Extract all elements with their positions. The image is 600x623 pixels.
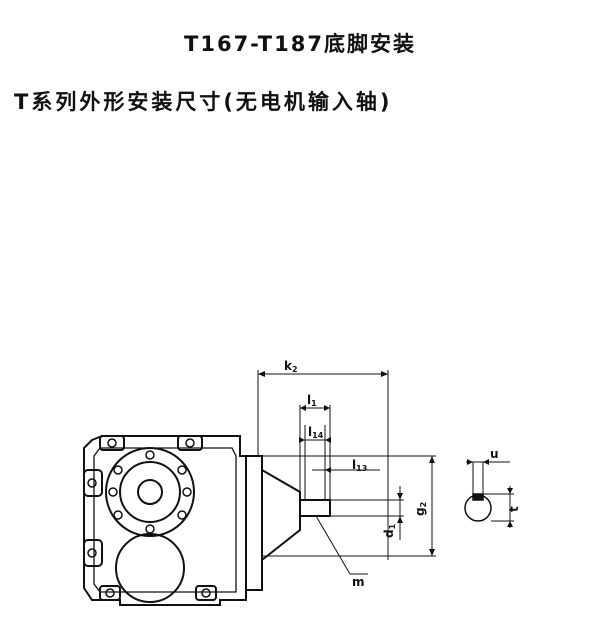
drawing-subtitle: T系列外形安装尺寸(无电机输入轴) <box>14 90 393 114</box>
arrow <box>507 521 513 527</box>
arrow <box>258 371 265 377</box>
arrow <box>483 459 489 465</box>
label-k2: k2 <box>284 359 298 374</box>
label-l13: l13 <box>352 458 367 473</box>
arrow <box>300 405 306 411</box>
input-bell <box>261 469 301 561</box>
mount-hole <box>107 438 117 448</box>
bolt-hole <box>113 465 123 475</box>
bolt-hole <box>177 510 187 520</box>
arrow <box>381 371 388 377</box>
keyway <box>472 493 484 501</box>
housing-inner-outline <box>93 447 237 593</box>
arrow <box>324 405 330 411</box>
label-g2: g2 <box>413 502 428 516</box>
output-hub <box>119 461 181 523</box>
mount-hole <box>87 548 97 558</box>
input-shaft <box>299 499 331 517</box>
arrow <box>325 467 331 473</box>
mount-hole <box>185 438 195 448</box>
label-t: t <box>507 506 521 512</box>
bolt-hole <box>113 510 123 520</box>
label-u: u <box>490 447 499 461</box>
output-bore <box>137 479 163 505</box>
label-l14: l14 <box>308 425 324 440</box>
arrow <box>299 437 305 443</box>
bolt-hole <box>182 487 192 497</box>
bolt-boss <box>99 585 121 601</box>
arrow <box>325 437 331 443</box>
bolt-hole <box>145 524 155 534</box>
mount-hole <box>105 588 115 598</box>
foot-lug <box>177 435 203 451</box>
mount-hole <box>201 588 211 598</box>
mount-hole <box>87 478 97 488</box>
m-leader <box>315 515 351 575</box>
lower-gear <box>115 533 185 603</box>
arrow <box>397 516 403 523</box>
bolt-boss <box>83 539 103 567</box>
bolt-hole <box>177 465 187 475</box>
label-d1: d1 <box>382 523 397 538</box>
arrow <box>507 488 513 494</box>
bolt-boss <box>83 469 103 497</box>
bolt-boss <box>195 585 217 601</box>
arrow <box>397 493 403 500</box>
arrow <box>467 459 473 465</box>
bolt-hole <box>145 450 155 460</box>
arrow <box>429 456 435 463</box>
foot-lug <box>99 435 125 451</box>
bolt-hole <box>108 487 118 497</box>
housing-outline <box>83 435 247 606</box>
label-l1: l1 <box>307 393 317 408</box>
input-housing <box>246 455 263 591</box>
arrow <box>429 549 435 556</box>
drawing-title: T167-T187底脚安装 <box>184 32 416 56</box>
output-flange <box>105 447 195 537</box>
label-m: m <box>352 575 365 589</box>
